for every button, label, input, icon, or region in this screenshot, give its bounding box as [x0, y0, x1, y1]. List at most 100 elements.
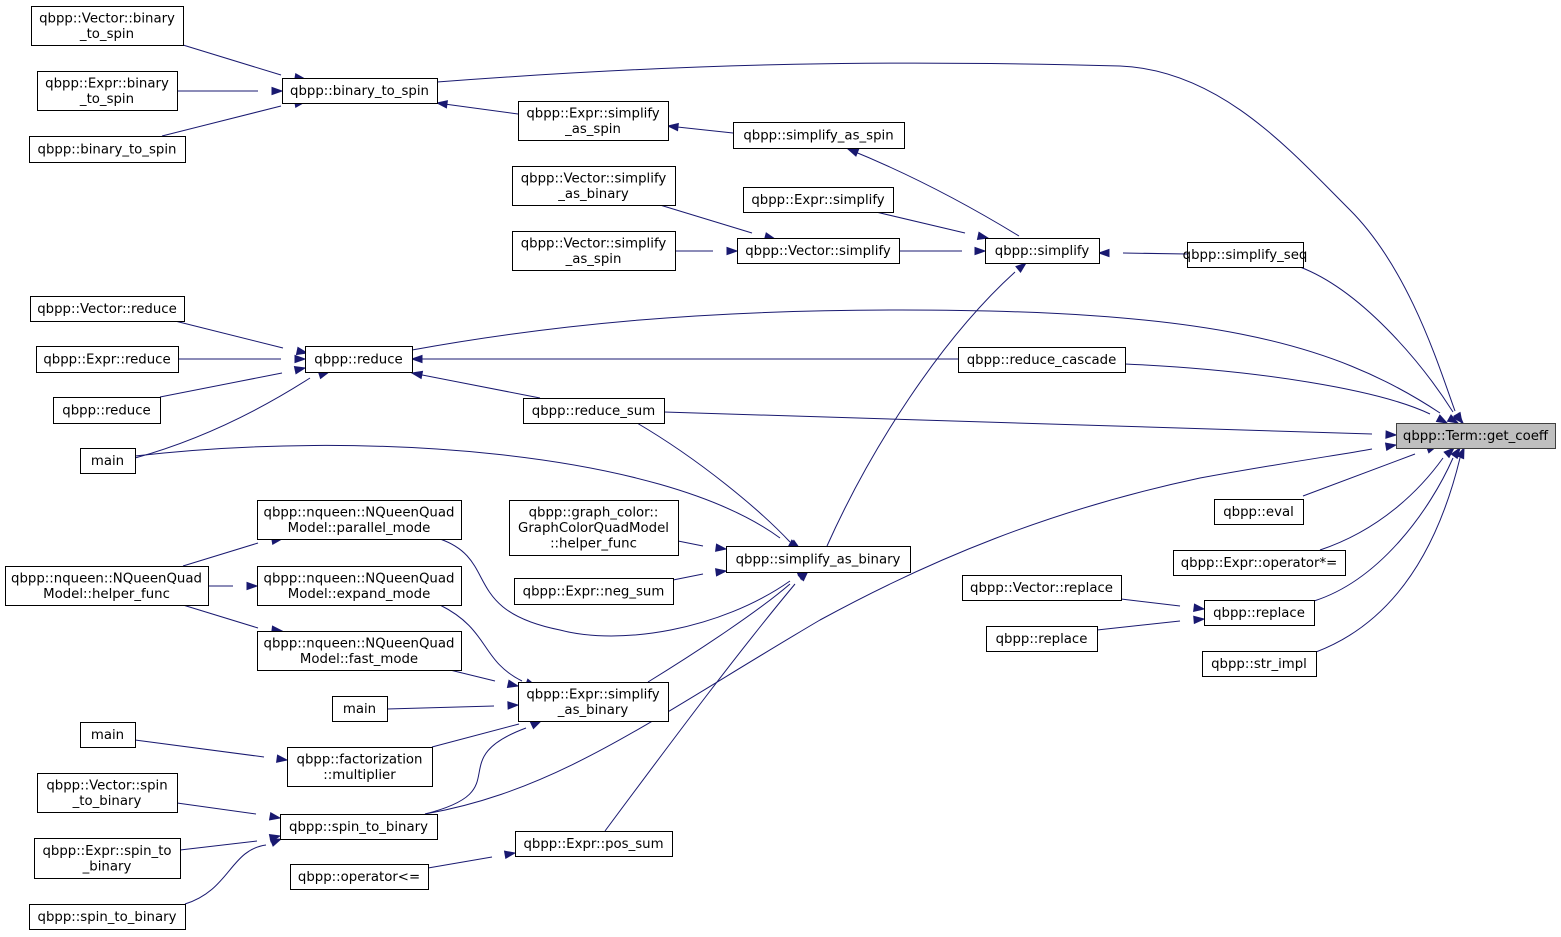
edge-line [1299, 266, 1454, 413]
edge-op_le-to-expr_possum [427, 850, 517, 869]
node-root[interactable]: qbpp::Term::get_coeff [1396, 423, 1556, 449]
edge-line [647, 583, 791, 683]
node-main1[interactable]: main [80, 448, 136, 474]
node-str_impl[interactable]: qbpp::str_impl [1202, 651, 1317, 677]
arrowhead [726, 246, 739, 256]
node-nq_expand[interactable]: qbpp::nqueen::NQueenQuadModel::expand_mo… [257, 566, 462, 606]
arrowhead [506, 679, 520, 688]
node-label: _as_binary [557, 703, 629, 718]
node-nq_parallel[interactable]: qbpp::nqueen::NQueenQuadModel::parallel_… [257, 500, 462, 540]
node-vec_b2s[interactable]: qbpp::Vector::binary_to_spin [31, 6, 184, 46]
node-label: qbpp::Vector::binary [39, 11, 175, 26]
node-vec_sas[interactable]: qbpp::Vector::simplify_as_spin [512, 231, 676, 271]
edge-reduce_sum-to-root [663, 411, 1398, 439]
node-label: qbpp::binary_to_spin [290, 84, 429, 99]
node-label: qbpp::spin_to_binary [289, 820, 428, 835]
node-s2b[interactable]: qbpp::spin_to_binary [280, 814, 438, 840]
arrowhead [1193, 603, 1206, 612]
node-layer: qbpp::Term::get_coeff qbpp::Vector::binar… [5, 6, 1556, 930]
node-simplify_seq[interactable]: qbpp::simplify_seq [1183, 242, 1308, 268]
node-box [962, 575, 1122, 601]
node-reduce_leaf[interactable]: qbpp::reduce [53, 397, 161, 424]
node-label: qbpp::simplify_as_binary [736, 553, 901, 568]
edge-reduce_sum-to-reduce [410, 370, 541, 399]
node-label: GraphColorQuadModel [518, 521, 669, 536]
node-eval[interactable]: qbpp::eval [1214, 499, 1304, 525]
edge-line [161, 105, 282, 137]
arrowhead [666, 122, 679, 132]
edge-s2b_leaf-to-s2b [184, 838, 283, 905]
node-box [257, 566, 462, 606]
arrowhead [410, 370, 424, 380]
node-vec_simplify[interactable]: qbpp::Vector::simplify [737, 238, 900, 264]
node-replace[interactable]: qbpp::replace [1204, 600, 1315, 626]
edge-sab-to-simplify [826, 262, 1028, 547]
node-fact_mult[interactable]: qbpp::factorization::multiplier [287, 747, 433, 787]
edge-line [672, 573, 704, 581]
edge-line [439, 538, 791, 637]
edge-reduce-to-root [411, 309, 1460, 424]
node-b2s_leaf[interactable]: qbpp::binary_to_spin [29, 136, 186, 163]
node-label: qbpp::simplify [995, 244, 1090, 259]
arrowhead [507, 701, 520, 710]
arrowhead [1435, 414, 1449, 424]
node-label: Model::fast_mode [300, 652, 418, 667]
arrowhead [1446, 414, 1460, 424]
node-expr_opmul[interactable]: qbpp::Expr::operator*= [1173, 550, 1346, 576]
node-expr_b2s[interactable]: qbpp::Expr::binary_to_spin [37, 71, 178, 111]
node-expr_negsum[interactable]: qbpp::Expr::neg_sum [514, 578, 674, 605]
node-vec_replace[interactable]: qbpp::Vector::replace [962, 575, 1122, 601]
node-label: qbpp::str_impl [1211, 657, 1307, 672]
node-gc_helper[interactable]: qbpp::graph_color::GraphColorQuadModel::… [509, 500, 679, 556]
edge-expr_sas-to-b2s [435, 100, 519, 115]
arrowhead [797, 569, 810, 582]
edge-line [875, 211, 966, 234]
node-expr_simplify[interactable]: qbpp::Expr::simplify [743, 187, 894, 213]
node-op_le[interactable]: qbpp::operator<= [290, 864, 429, 890]
node-reduce[interactable]: qbpp::reduce [305, 346, 413, 373]
node-label: main [343, 702, 376, 717]
arrowhead [503, 850, 517, 860]
edge-reduce_leaf-to-reduce [159, 366, 307, 398]
edge-gc_helper-to-sab [677, 540, 728, 552]
node-expr_sab[interactable]: qbpp::Expr::simplify_as_binary [518, 682, 669, 722]
node-expr_sas[interactable]: qbpp::Expr::simplify_as_spin [518, 101, 669, 141]
node-expr_possum[interactable]: qbpp::Expr::pos_sum [515, 831, 673, 857]
edge-line [182, 542, 259, 567]
edge-line [134, 377, 311, 459]
edge-line [1122, 252, 1188, 255]
node-label: qbpp::Expr::binary [45, 76, 169, 91]
node-label: qbpp::factorization [297, 752, 423, 767]
node-expr_s2b[interactable]: qbpp::Expr::spin_to_binary [34, 838, 181, 879]
node-main3[interactable]: main [80, 722, 136, 748]
node-box [985, 238, 1100, 264]
node-box [1187, 242, 1304, 268]
node-sas[interactable]: qbpp::simplify_as_spin [733, 122, 905, 149]
node-label: qbpp::Vector::replace [970, 581, 1113, 596]
node-box [257, 631, 462, 671]
arrowhead [715, 543, 728, 552]
node-simplify[interactable]: qbpp::simplify [985, 238, 1100, 264]
node-replace_leaf[interactable]: qbpp::replace [986, 626, 1098, 652]
edge-line [436, 102, 519, 115]
node-b2s[interactable]: qbpp::binary_to_spin [282, 78, 438, 104]
edge-vec_reduce-to-reduce [174, 320, 309, 356]
arrowhead [976, 231, 990, 240]
node-vec_reduce[interactable]: qbpp::Vector::reduce [30, 296, 185, 322]
node-s2b_leaf[interactable]: qbpp::spin_to_binary [29, 904, 186, 930]
node-label: _as_spin [565, 252, 622, 267]
arrowhead [1015, 262, 1028, 273]
node-label: qbpp::nqueen::NQueenQuad [264, 571, 455, 586]
node-main2[interactable]: main [332, 696, 388, 722]
node-reduce_cascade[interactable]: qbpp::reduce_cascade [958, 347, 1126, 373]
edge-main3-to-fact_mult [134, 739, 289, 763]
node-vec_sab[interactable]: qbpp::Vector::simplify_as_binary [512, 166, 676, 206]
node-vec_s2b[interactable]: qbpp::Vector::spin_to_binary [37, 773, 178, 813]
node-reduce_sum[interactable]: qbpp::reduce_sum [523, 398, 665, 424]
edge-line [1302, 453, 1416, 497]
node-nq_helper[interactable]: qbpp::nqueen::NQueenQuadModel::helper_fu… [5, 566, 209, 606]
node-expr_reduce[interactable]: qbpp::Expr::reduce [36, 346, 179, 373]
node-label: qbpp::Vector::simplify [521, 236, 667, 251]
node-sab[interactable]: qbpp::simplify_as_binary [726, 546, 911, 573]
